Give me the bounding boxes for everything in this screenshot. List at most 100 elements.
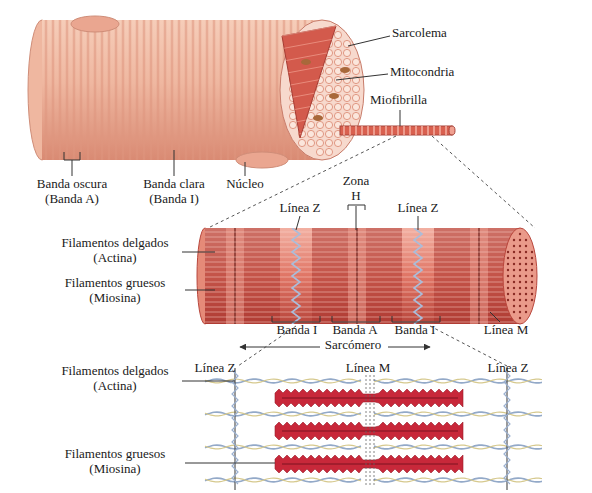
z-line <box>414 228 422 324</box>
filament-section <box>507 275 509 277</box>
striation <box>343 126 345 135</box>
striation <box>108 20 111 160</box>
thin-filament <box>374 379 542 383</box>
filament-section <box>525 299 527 301</box>
filament-section <box>519 251 521 253</box>
part-label: Línea Z <box>478 361 538 376</box>
thick-filament <box>275 389 463 407</box>
striation <box>349 126 351 135</box>
striation <box>397 126 399 135</box>
striation <box>276 20 279 160</box>
filament-section <box>513 263 515 265</box>
thin-filament <box>205 478 361 482</box>
filament-section <box>525 305 527 307</box>
striation <box>269 20 272 160</box>
striation <box>445 126 447 135</box>
part-label: Banda oscura (Banda A) <box>22 177 122 207</box>
filament-section <box>513 281 515 283</box>
striation <box>73 20 76 160</box>
striation <box>241 20 244 160</box>
myofibril-section <box>325 103 332 110</box>
leader-line <box>356 206 357 230</box>
part-label: Filamentos gruesos (Miosina) <box>45 276 185 306</box>
leader-line <box>348 36 390 46</box>
striation <box>288 66 323 72</box>
striation <box>52 20 55 160</box>
myofibril-section <box>334 85 341 92</box>
myofibril-section <box>307 130 314 137</box>
filament-section <box>525 269 527 271</box>
striation <box>199 20 202 160</box>
striation <box>379 126 381 135</box>
mitochondrion <box>301 59 311 65</box>
thin-filament <box>374 412 542 416</box>
thin-filament <box>205 445 361 449</box>
filament-section <box>507 263 509 265</box>
myofibril-section <box>343 94 350 101</box>
filament-section <box>513 305 515 307</box>
leader-line <box>185 290 215 291</box>
myofibril-section <box>298 139 305 146</box>
leader-line <box>245 162 246 176</box>
myofibril-section <box>316 94 323 101</box>
striation <box>185 20 188 160</box>
part-label: Núcleo <box>215 177 275 192</box>
striation <box>291 80 319 85</box>
filament-section <box>513 311 515 313</box>
striation <box>293 93 315 97</box>
m-line <box>370 375 371 486</box>
z-line <box>234 368 235 490</box>
part-label: Banda I <box>388 323 442 338</box>
z-line <box>506 368 507 490</box>
filament-section <box>513 257 515 259</box>
part-label: Línea M <box>338 361 398 376</box>
striation <box>59 20 62 160</box>
filament-section <box>525 263 527 265</box>
striation <box>136 20 139 160</box>
striation <box>122 20 125 160</box>
filament-section <box>525 239 527 241</box>
filament-line <box>205 287 520 288</box>
filament-core <box>282 398 458 399</box>
part-label: Filamentos delgados (Actina) <box>50 236 180 266</box>
filament-section <box>519 299 521 301</box>
filament-section <box>519 263 521 265</box>
leader-line <box>418 216 419 230</box>
thin-filament <box>205 445 361 449</box>
part-label: Zona H <box>339 174 373 204</box>
sarcomere-arrow <box>240 347 320 348</box>
filament-section <box>525 281 527 283</box>
thin-filament <box>205 478 361 482</box>
filament-section <box>513 287 515 289</box>
filament-line <box>205 267 520 268</box>
myofibril-section <box>316 139 323 146</box>
striation <box>391 126 393 135</box>
filament-sections <box>507 233 533 319</box>
filament-line <box>205 307 520 308</box>
striation <box>178 20 181 160</box>
part-label: Miofibrilla <box>370 93 470 108</box>
thin-filament <box>374 445 542 449</box>
filament-section <box>513 245 515 247</box>
filament-section <box>531 251 533 253</box>
part-label: Línea Z <box>270 201 330 216</box>
leader-line <box>400 110 401 126</box>
striation <box>421 126 423 135</box>
myofibril-section <box>352 103 359 110</box>
thick-filament <box>275 455 463 473</box>
part-label: Banda clara (Banda I) <box>124 177 224 207</box>
filament-line <box>205 292 520 293</box>
filament-line <box>205 262 520 263</box>
myofibril-section <box>343 49 350 56</box>
myofibril-section <box>352 85 359 92</box>
striation <box>248 20 251 160</box>
band-bracket <box>272 316 440 322</box>
thin-filament <box>374 412 542 416</box>
myofibril-section <box>307 139 314 146</box>
filament-section <box>531 299 533 301</box>
sarcomere-arrow <box>388 347 430 348</box>
myofibril-section <box>334 139 341 146</box>
striation <box>433 126 435 135</box>
filament-section <box>531 269 533 271</box>
myofibril-section <box>334 112 341 119</box>
